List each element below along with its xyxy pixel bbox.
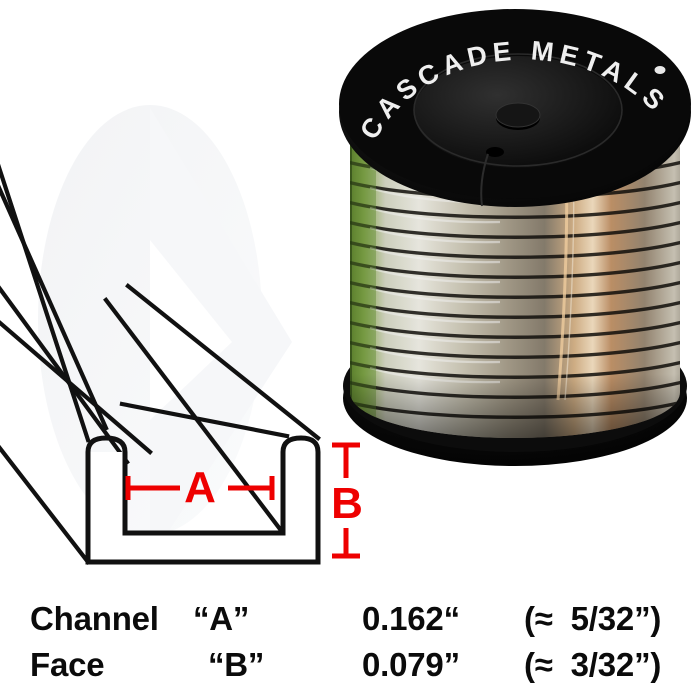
spec-row-channel: Channel “A” 0.162“ (≈ 5/32”) <box>0 596 700 642</box>
spool-top-flange <box>339 9 691 207</box>
spec-approx-a: (≈ 5/32”) <box>524 600 662 637</box>
spec-approx-b: (≈ 3/32”) <box>524 646 662 683</box>
spec-name-face: Face <box>30 646 105 683</box>
dimension-b: B <box>331 442 363 559</box>
dimension-a-label: A <box>184 463 216 512</box>
spec-key-a: “A” <box>193 600 250 637</box>
spec-value-b: 0.079” <box>362 646 460 683</box>
dimension-spec-table: Channel “A” 0.162“ (≈ 5/32”) Face “B” 0.… <box>0 596 700 700</box>
dimension-b-label: B <box>331 479 363 528</box>
channel-cross-section-profile <box>85 435 321 565</box>
brand-period-dot <box>654 66 666 74</box>
spec-row-face: Face “B” 0.079” (≈ 3/32”) <box>0 642 700 688</box>
u-channel-technical-drawing: A B <box>0 163 363 565</box>
spec-name-channel: Channel <box>30 600 159 637</box>
spec-value-a: 0.162“ <box>362 600 460 637</box>
dimension-a: A <box>125 463 275 512</box>
spec-key-b: “B” <box>208 646 265 683</box>
solder-wire-spool-photo: CASCADE METALS <box>339 9 691 466</box>
channel-isometric-lines <box>0 163 321 565</box>
